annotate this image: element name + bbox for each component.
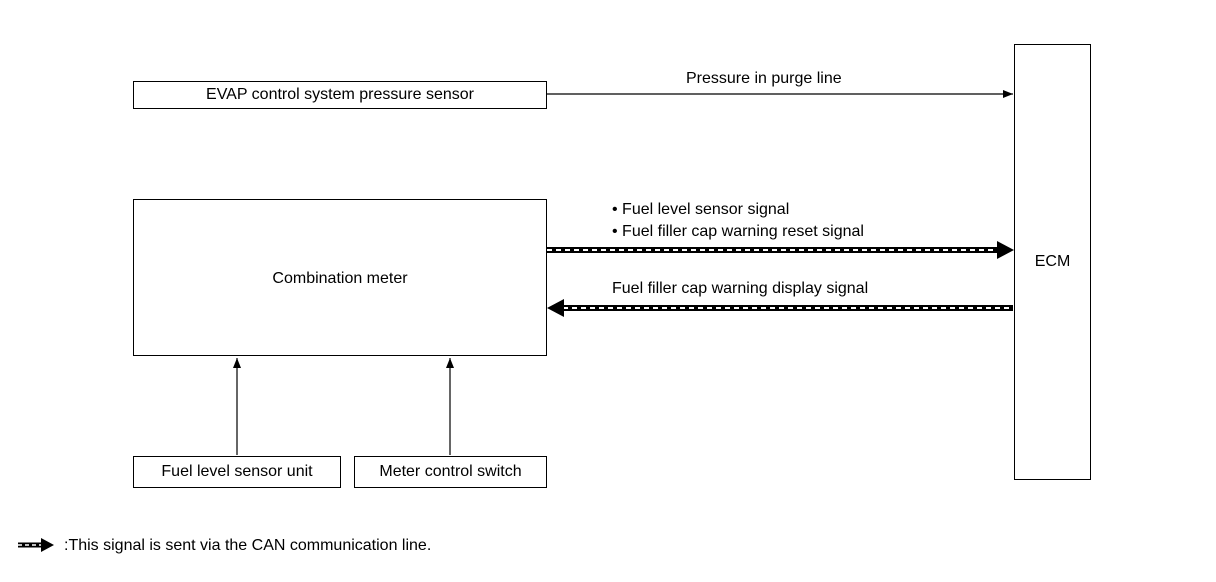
pressure-signal-label: Pressure in purge line: [686, 70, 842, 87]
warning-reset-signal-label: • Fuel filler cap warning reset signal: [612, 223, 864, 240]
combination-meter-label: Combination meter: [272, 270, 408, 287]
meter-control-switch-label: Meter control switch: [379, 463, 522, 480]
evap-sensor-box: EVAP control system pressure sensor: [133, 81, 547, 109]
meter-control-switch-box: Meter control switch: [354, 456, 547, 488]
fuel-level-sensor-label: Fuel level sensor unit: [161, 463, 313, 480]
fuel-level-sensor-box: Fuel level sensor unit: [133, 456, 341, 488]
can-legend-text: :This signal is sent via the CAN communi…: [64, 537, 432, 554]
evap-sensor-label: EVAP control system pressure sensor: [206, 86, 474, 103]
warning-display-signal-label: Fuel filler cap warning display signal: [612, 280, 869, 297]
ecm-box: ECM: [1014, 44, 1091, 480]
ecm-label: ECM: [1034, 253, 1071, 270]
fuel-level-signal-label: • Fuel level sensor signal: [612, 201, 790, 218]
can-legend-icon: [18, 538, 54, 552]
combination-meter-box: Combination meter: [133, 199, 547, 356]
can-arrow-to-meter: [547, 299, 1013, 317]
can-arrow-to-ecm: [547, 241, 1014, 259]
